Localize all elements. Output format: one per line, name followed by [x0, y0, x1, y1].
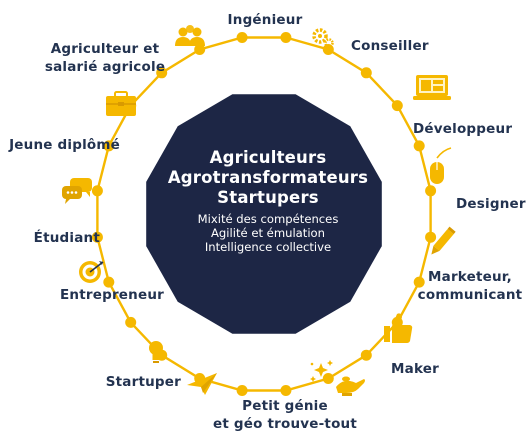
label-entrepreneur: Entrepreneur — [44, 286, 164, 304]
ring-node — [360, 67, 372, 79]
label-petit-genie-line-2: et géo trouve-tout — [212, 416, 358, 432]
laptop-icon — [413, 75, 451, 100]
ring-node — [280, 32, 292, 43]
hub-subtitle-1: Mixité des compétences — [197, 212, 339, 226]
people-icon — [175, 25, 205, 46]
lightbulb-icon — [149, 341, 163, 363]
label-agriculteur: Agriculteur et salarié agricole — [30, 40, 180, 76]
ring-node — [194, 44, 206, 55]
label-marketeur-line-2: communicant — [417, 287, 523, 303]
ring-node — [425, 185, 437, 197]
pencil-icon — [431, 226, 456, 255]
ring-node — [103, 140, 115, 152]
paper-plane-icon — [187, 373, 217, 395]
label-etudiant-line-1: Étudiant — [33, 230, 100, 246]
chat-bubbles-icon — [62, 178, 92, 204]
ring-node — [236, 385, 248, 396]
briefcase-icon — [106, 91, 136, 116]
label-designer: Designer — [456, 195, 526, 213]
magic-lamp-icon — [336, 376, 365, 396]
hub-title-3: Startupers — [217, 188, 319, 207]
mouse-icon — [430, 147, 452, 184]
ring-node — [280, 385, 292, 396]
ring-node — [91, 185, 103, 197]
label-entrepreneur-line-1: Entrepreneur — [59, 287, 164, 303]
label-developpeur: Développeur — [413, 120, 521, 138]
ring-node — [413, 140, 425, 152]
ring-node — [156, 67, 168, 79]
label-startuper: Startuper — [96, 373, 181, 391]
target-icon — [79, 261, 104, 283]
label-etudiant: Étudiant — [20, 229, 100, 247]
ring-node — [391, 100, 403, 112]
label-petit-genie: Petit génie et géo trouve-tout — [205, 397, 365, 433]
label-maker: Maker — [391, 360, 451, 378]
hub-title-1: Agriculteurs — [209, 148, 327, 167]
label-jeune-diplome-line-1: Jeune diplômé — [9, 137, 120, 153]
ring-node — [103, 276, 115, 288]
sparkles-icon — [310, 360, 333, 382]
hub-text: Agriculteurs Agrotransformateurs Startup… — [160, 148, 376, 254]
central-hub — [146, 94, 382, 334]
hub-title-2: Agrotransformateurs — [167, 168, 369, 187]
label-designer-line-1: Designer — [456, 196, 526, 212]
ring-node — [360, 349, 372, 361]
label-jeune-diplome: Jeune diplômé — [4, 136, 120, 154]
label-developpeur-line-1: Développeur — [413, 121, 513, 137]
gears-icon — [312, 28, 334, 48]
label-marketeur: Marketeur, communicant — [416, 268, 524, 304]
hub-shape — [146, 94, 382, 334]
label-conseiller-line-1: Conseiller — [351, 38, 429, 54]
ring-node — [125, 316, 137, 328]
ring-node — [91, 231, 103, 243]
label-startuper-line-1: Startuper — [105, 374, 181, 390]
label-agriculteur-line-2: salarié agricole — [44, 59, 166, 75]
ring-node — [413, 276, 425, 288]
thumbs-up-icon — [384, 313, 413, 343]
label-ingenieur: Ingénieur — [215, 11, 315, 29]
label-ingenieur-line-1: Ingénieur — [227, 12, 303, 28]
label-maker-line-1: Maker — [391, 361, 439, 377]
ring-node — [322, 373, 334, 384]
hub-subtitle-3: Intelligence collective — [204, 240, 332, 254]
profile-icons — [62, 25, 456, 396]
hub-subtitle-2: Agilité et émulation — [211, 226, 325, 240]
ring-node — [425, 231, 437, 243]
label-marketeur-line-1: Marketeur, — [428, 269, 512, 285]
label-petit-genie-line-1: Petit génie — [242, 398, 328, 414]
ring-node — [236, 32, 248, 43]
label-agriculteur-line-1: Agriculteur et — [50, 41, 160, 57]
label-conseiller: Conseiller — [351, 37, 461, 55]
